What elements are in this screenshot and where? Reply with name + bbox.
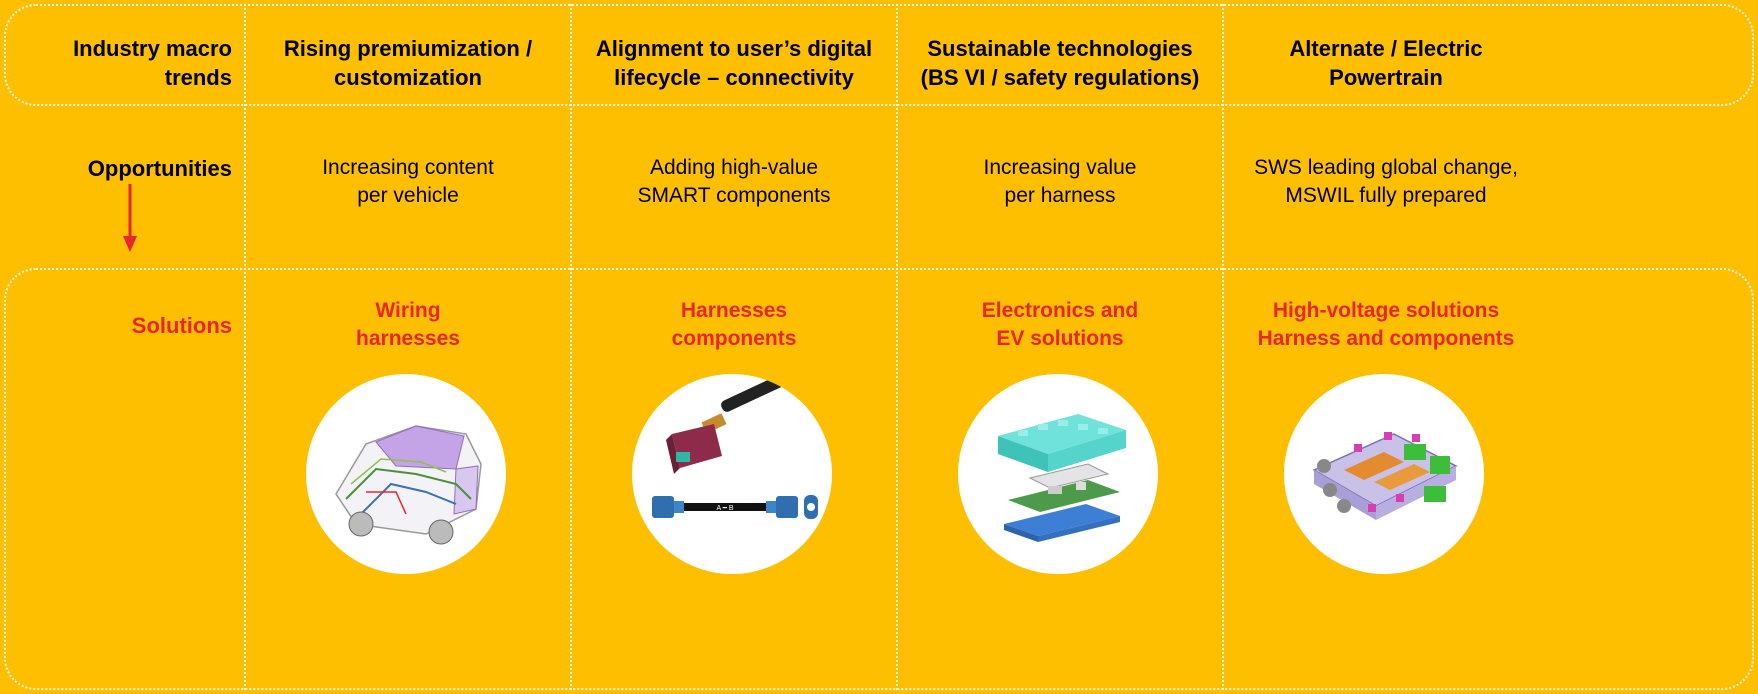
opportunity-text-4: SWS leading global change, MSWIL fully p… <box>1254 156 1518 207</box>
solution-label-2: Harnesses components <box>671 299 797 350</box>
trend-header-4: Alternate / Electric Powertrain <box>1289 36 1483 90</box>
down-arrow-icon <box>123 184 137 252</box>
trends-row-frame <box>4 4 1754 106</box>
opportunity-text-2: Adding high-value SMART components <box>637 156 831 207</box>
svg-text:A ━ B: A ━ B <box>716 505 733 512</box>
solution-label-3: Electronics and EV solutions <box>981 299 1139 350</box>
opportunity-text-3: Increasing value per harness <box>983 156 1137 207</box>
row-label-trends: Industry macro trends <box>73 36 232 90</box>
column-divider <box>570 4 572 690</box>
connector-cable-icon: A ━ B <box>632 374 832 574</box>
column-divider <box>1222 4 1224 690</box>
column-divider <box>896 4 898 690</box>
electronics-module-icon <box>958 374 1158 574</box>
trend-header-2: Alignment to user’s digital lifecycle – … <box>595 36 873 90</box>
high-voltage-junction-box-icon <box>1284 374 1484 574</box>
column-divider <box>244 4 246 690</box>
trend-header-1: Rising premiumization / customization <box>283 36 533 90</box>
solution-label-1: Wiring harnesses <box>356 299 460 350</box>
car-wiring-harness-icon <box>306 374 506 574</box>
solutions-row-frame <box>4 268 1754 690</box>
opportunity-text-1: Increasing content per vehicle <box>322 156 494 207</box>
solution-label-4: High-voltage solutions Harness and compo… <box>1257 299 1515 350</box>
row-label-solutions: Solutions <box>131 313 232 338</box>
trend-header-3: Sustainable technologies (BS VI / safety… <box>920 36 1200 90</box>
row-label-opportunities: Opportunities <box>87 156 232 181</box>
